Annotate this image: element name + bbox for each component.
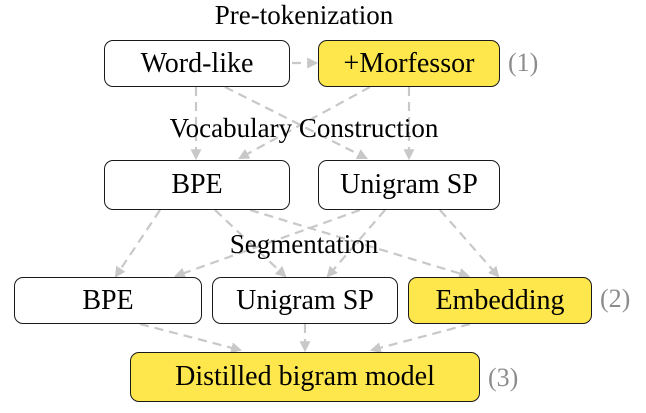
edge-vocab-unigram-seg-bpe bbox=[173, 208, 361, 279]
title-pretokenization: Pre-tokenization bbox=[214, 0, 394, 30]
node-vocab-bpe: BPE bbox=[104, 160, 290, 210]
edge-morfessor-vocab-bpe bbox=[238, 86, 371, 160]
title-segmentation: Segmentation bbox=[229, 229, 379, 259]
node-seg-embedding: Embedding bbox=[408, 277, 592, 324]
ref-morfessor: (1) bbox=[508, 48, 539, 77]
node-word-like: Word-like bbox=[104, 40, 290, 87]
node-morfessor: +Morfessor bbox=[318, 40, 500, 87]
node-distilled-bigram-model: Distilled bigram model bbox=[130, 352, 480, 402]
title-vocabulary-construction: Vocabulary Construction bbox=[169, 113, 439, 143]
edge-vocab-unigram-seg-embedding bbox=[439, 209, 500, 278]
ref-distilled: (3) bbox=[488, 363, 519, 392]
ref-embedding: (2) bbox=[600, 284, 631, 313]
edge-seg-bpe-distilled bbox=[139, 322, 243, 354]
edge-vocab-bpe-seg-embedding bbox=[249, 208, 471, 279]
edge-seg-embedding-distilled bbox=[369, 322, 471, 354]
node-seg-unigram-sp: Unigram SP bbox=[212, 277, 398, 324]
edge-wordlike-vocab-unigram bbox=[224, 86, 368, 159]
node-seg-bpe: BPE bbox=[14, 277, 202, 324]
edge-vocab-bpe-seg-unigram bbox=[214, 209, 287, 278]
node-vocab-unigram-sp: Unigram SP bbox=[318, 160, 500, 210]
edge-vocab-bpe-seg-bpe bbox=[114, 209, 161, 278]
